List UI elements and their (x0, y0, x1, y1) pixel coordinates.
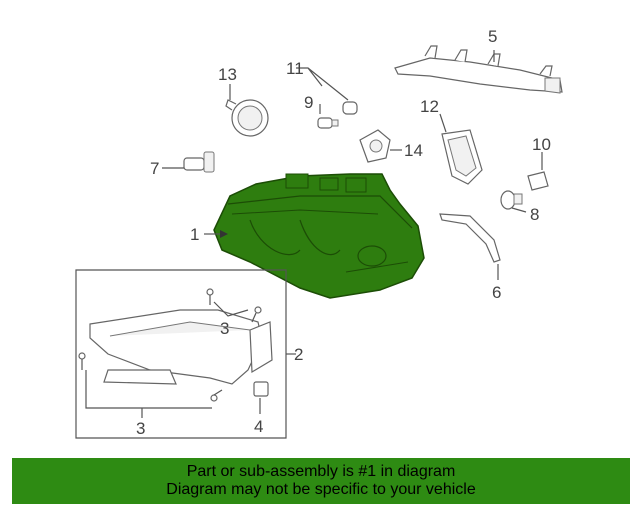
callout-9: 9 (304, 93, 313, 112)
callout-4: 4 (254, 417, 263, 436)
callout-3-lower: 3 (136, 419, 145, 438)
part-3-screws[interactable] (78, 288, 262, 402)
callout-10: 10 (532, 135, 551, 154)
callout-5: 5 (488, 27, 497, 46)
callout-3-upper: 3 (220, 319, 229, 338)
callout-13: 13 (218, 65, 237, 84)
assembly-notice-banner: Part or sub-assembly is #1 in diagram Di… (12, 458, 630, 504)
callout-1: 1 (190, 225, 199, 244)
part-12-frame[interactable] (441, 129, 483, 185)
part-4-clip[interactable] (253, 381, 269, 397)
part-1-headlamp-assembly[interactable] (213, 173, 425, 299)
callout-12: 12 (420, 97, 439, 116)
part-7-bulb[interactable] (183, 151, 215, 173)
callout-14: 14 (404, 141, 423, 160)
banner-line-2: Diagram may not be specific to your vehi… (166, 481, 476, 498)
part-5-bracket[interactable] (394, 45, 563, 94)
part-13-ring[interactable] (225, 99, 269, 137)
callout-11: 11 (286, 59, 304, 78)
part-9-bulb[interactable] (317, 117, 339, 129)
callout-2: 2 (294, 345, 303, 364)
callout-8: 8 (530, 205, 539, 224)
callout-6: 6 (492, 283, 501, 302)
part-14-actuator[interactable] (359, 129, 391, 163)
banner-line-1: Part or sub-assembly is #1 in diagram (186, 463, 456, 480)
part-10-bulb-holder[interactable] (527, 171, 549, 191)
inset-box (75, 269, 287, 439)
part-11-bulb[interactable] (342, 101, 358, 115)
callout-7: 7 (150, 159, 159, 178)
part-8-bulb[interactable] (500, 190, 523, 210)
parts-diagram: 5 13 11 9 12 14 7 10 (75, 27, 563, 439)
part-6-trim[interactable] (439, 213, 501, 263)
